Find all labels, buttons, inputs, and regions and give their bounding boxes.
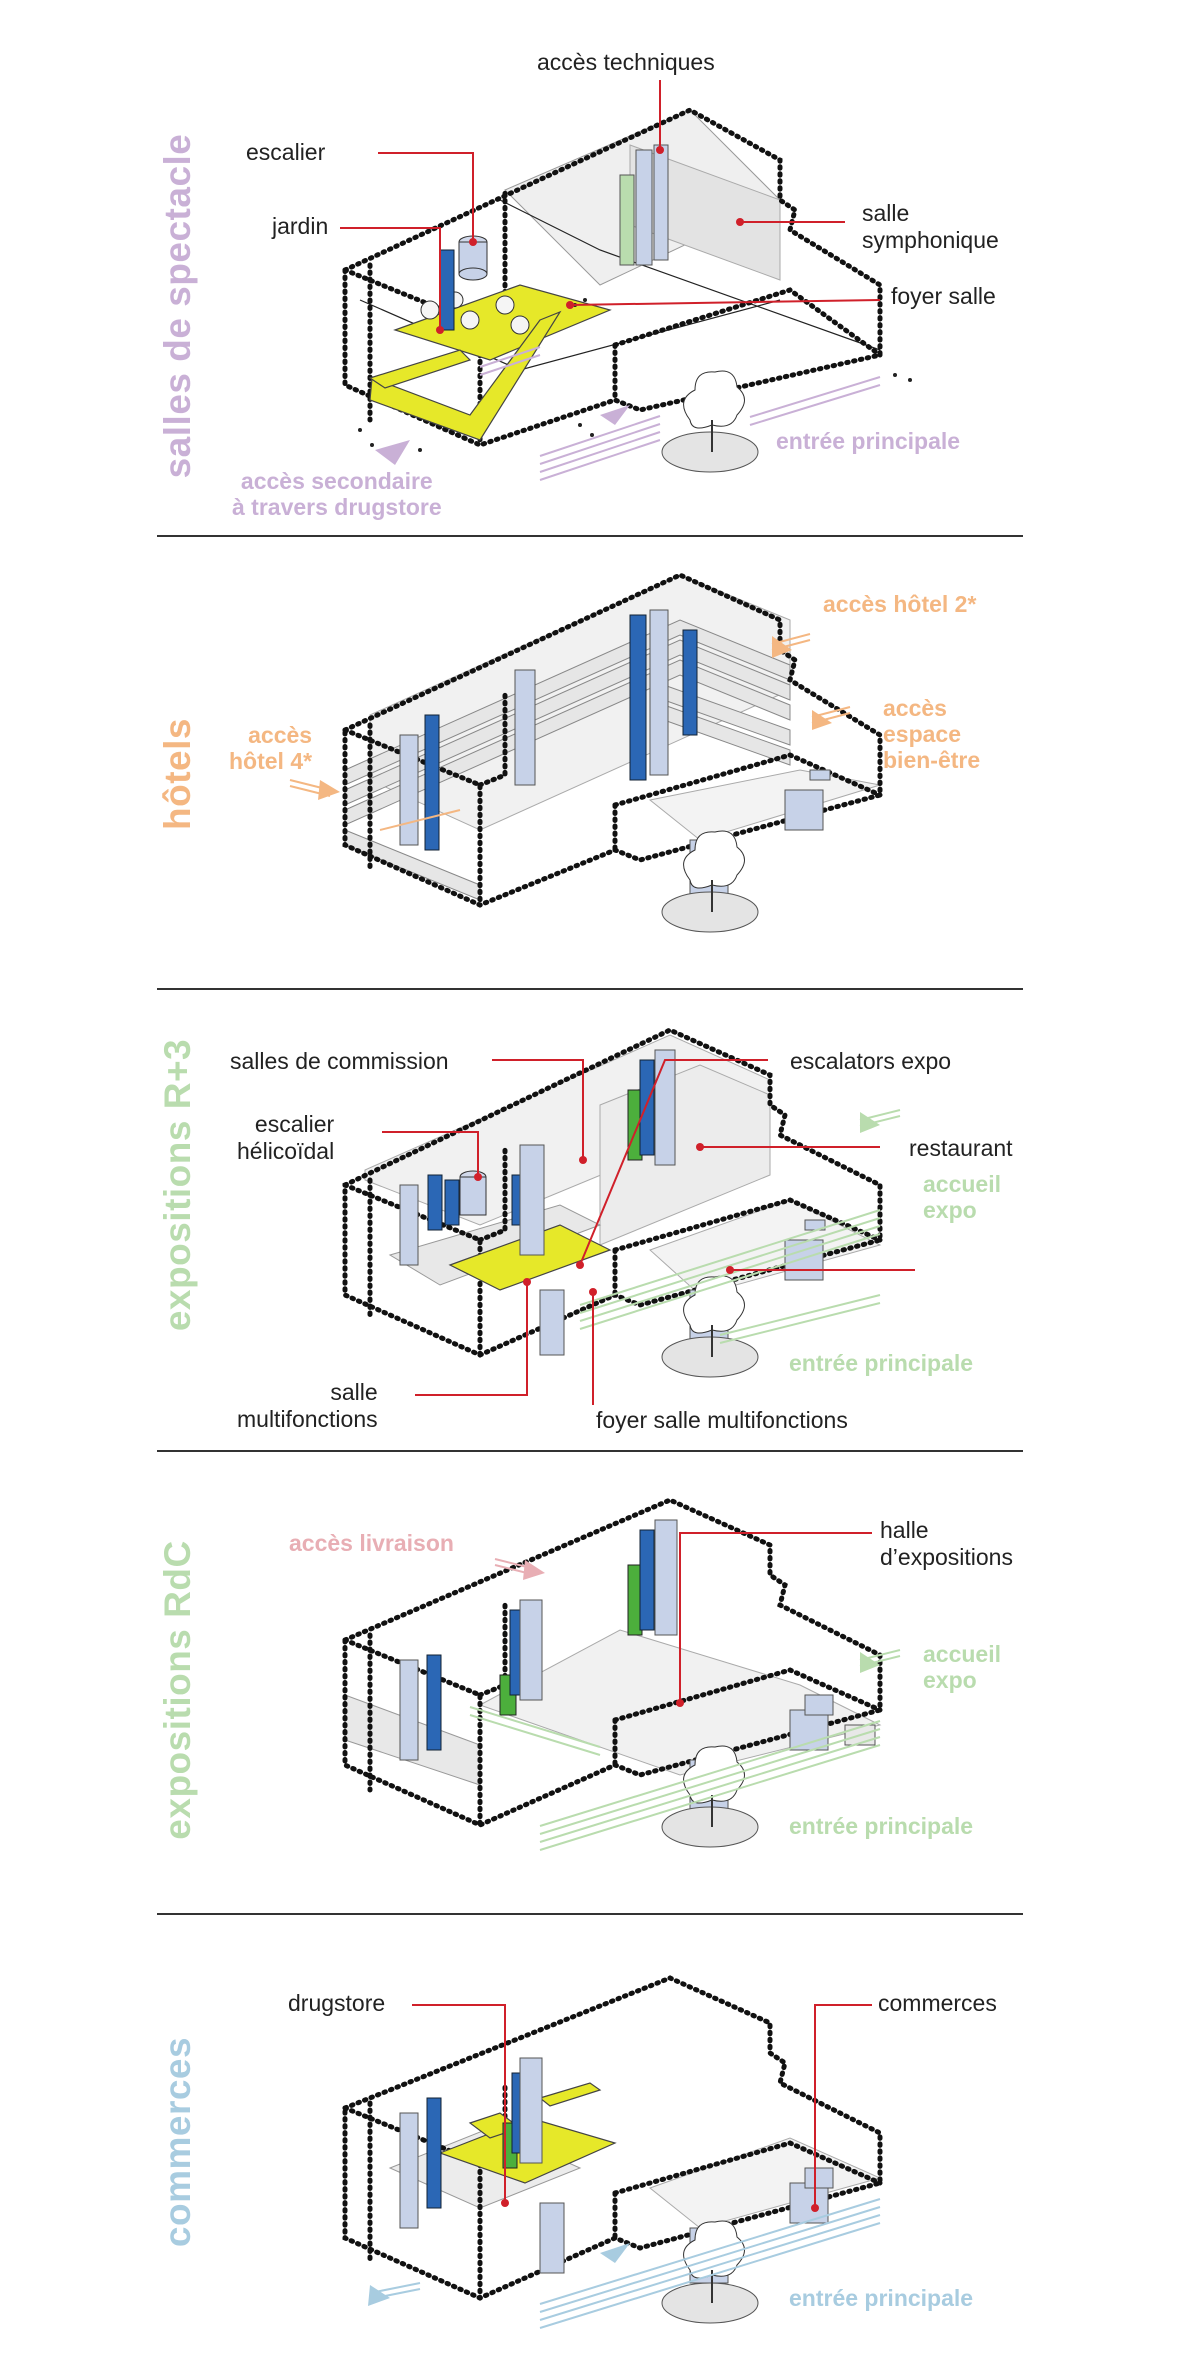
- label-foyer-salle: foyer salle: [891, 283, 996, 309]
- label-escalier: escalier: [246, 139, 326, 165]
- section-title-expositions-r3: expositions R+3: [157, 1038, 198, 1332]
- separator-3: [157, 1450, 1023, 1452]
- axonometric-drawing: [342, 1497, 901, 1851]
- label-escalators-expo: escalators expo: [790, 1048, 952, 1074]
- section-title-hotels: hôtels: [157, 718, 198, 830]
- label-salle-symphonique: salle symphonique: [862, 200, 999, 253]
- axonometric-drawing: [289, 572, 883, 933]
- label-restaurant: restaurant: [909, 1135, 1013, 1161]
- panel-salles-de-spectacle: salles de spectacle accès techniques esc…: [0, 0, 1200, 540]
- access-accueil-expo-rdc: accueil expo: [923, 1641, 1001, 1693]
- label-escalier-helicoidal: escalier hélicoïdal: [237, 1111, 335, 1164]
- access-hotel-4: accès hôtel 4*: [229, 722, 313, 774]
- separator-1: [157, 535, 1023, 537]
- section-title-commerces: commerces: [157, 2036, 198, 2248]
- access-entree-principale-rdc: entrée principale: [789, 1813, 974, 1839]
- panel-hotels: hôtels accès hôtel 2* accès hôtel 4* acc…: [0, 540, 1200, 995]
- panel-commerces: commerces drugstore commerces entrée pri…: [0, 1918, 1200, 2353]
- axonometric-drawing: [340, 80, 912, 481]
- label-acces-techniques: accès techniques: [537, 49, 715, 75]
- access-hotel-2: accès hôtel 2*: [823, 591, 977, 617]
- panel-expositions-r3: expositions R+3 salles de commission esc…: [0, 995, 1200, 1445]
- label-commerces: commerces: [878, 1990, 997, 2016]
- access-entree-principale-spectacle: entrée principale: [776, 428, 961, 454]
- section-title-spectacle: salles de spectacle: [157, 133, 198, 479]
- access-livraison: accès livraison: [289, 1530, 454, 1556]
- label-foyer-salle-multifonctions: foyer salle multifonctions: [596, 1407, 848, 1433]
- label-jardin: jardin: [272, 213, 329, 239]
- access-entree-principale-r3: entrée principale: [789, 1350, 974, 1376]
- separator-4: [157, 1913, 1023, 1915]
- label-drugstore: drugstore: [288, 1990, 386, 2016]
- panel-expositions-rdc: expositions RdC accès livraison halle d’…: [0, 1455, 1200, 1910]
- axonometric-drawing: [342, 1975, 883, 2329]
- axonometric-drawing: [342, 1027, 915, 1405]
- label-salle-multifonctions: salle multifonctions: [237, 1379, 378, 1432]
- separator-2: [157, 988, 1023, 990]
- access-secondaire-drugstore: accès secondaire à travers drugstore: [232, 468, 442, 520]
- access-espace-bien-etre: accès espace bien-être: [883, 695, 981, 773]
- label-salles-de-commission: salles de commission: [230, 1048, 449, 1074]
- access-entree-principale-commerces: entrée principale: [789, 2285, 974, 2311]
- label-halle-expositions: halle d’expositions: [880, 1517, 1013, 1570]
- section-title-expositions-rdc: expositions RdC: [157, 1540, 198, 1840]
- access-accueil-expo-r3: accueil expo: [923, 1171, 1001, 1223]
